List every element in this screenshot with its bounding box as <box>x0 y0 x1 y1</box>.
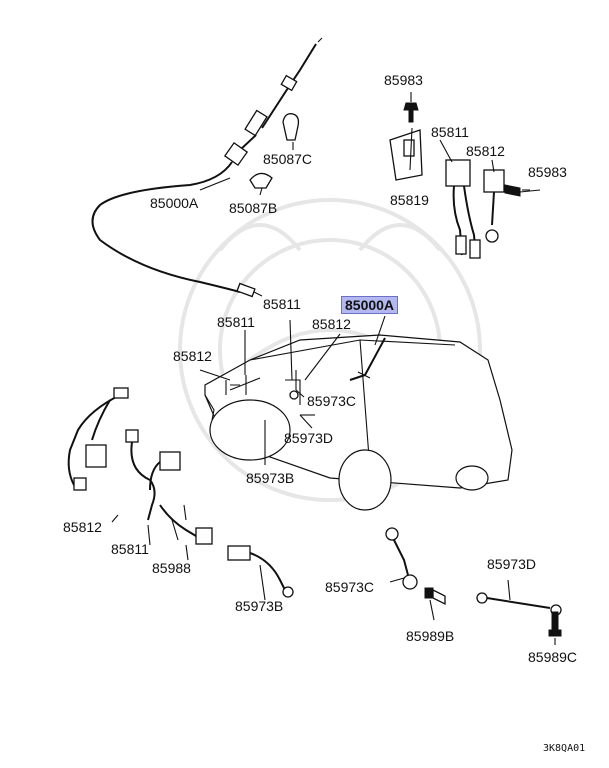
label-85000a-highlighted[interactable]: 85000A <box>341 296 399 314</box>
vehicle-wiring <box>225 370 315 416</box>
label-85087c[interactable]: 85087C <box>263 151 313 167</box>
leader-lines <box>199 127 530 465</box>
label-85983-right[interactable]: 85983 <box>528 164 567 180</box>
label-85973b-bottom[interactable]: 85973B <box>235 598 284 614</box>
bolt-85989c <box>548 611 562 637</box>
vehicle-body <box>204 334 513 511</box>
grommet-85087c <box>282 113 300 141</box>
label-85087b[interactable]: 85087B <box>229 200 278 216</box>
bolt-85983-top <box>403 92 419 123</box>
harness-85812-bottom <box>67 387 129 491</box>
diagram-code: 3K8QA01 <box>543 743 586 754</box>
label-85989c[interactable]: 85989C <box>528 649 578 665</box>
label-85811-top[interactable]: 85811 <box>431 124 469 140</box>
label-85812-mid[interactable]: 85812 <box>312 316 351 332</box>
label-85000a-top[interactable]: 85000A <box>150 195 199 211</box>
label-85989b[interactable]: 85989B <box>406 628 455 644</box>
label-85812-top[interactable]: 85812 <box>466 143 505 159</box>
bracket-85819 <box>389 129 423 181</box>
grommet-85087b <box>249 172 273 189</box>
label-85973b-mid[interactable]: 85973B <box>246 470 295 486</box>
label-85973c-bottom[interactable]: 85973C <box>325 579 375 595</box>
antenna-cable-assembly <box>91 37 323 298</box>
antenna-on-vehicle <box>349 337 386 381</box>
harness-85811-top <box>445 159 481 259</box>
label-85973c-mid[interactable]: 85973C <box>307 393 357 409</box>
harness-85812-top <box>483 169 505 243</box>
bottom-leader-lines <box>111 514 556 645</box>
label-85812-left[interactable]: 85812 <box>173 348 212 364</box>
ground-strap-85973d <box>476 592 562 616</box>
label-85988[interactable]: 85988 <box>152 560 191 576</box>
harness-85811-bottom <box>125 429 181 521</box>
label-85812-bottom[interactable]: 85812 <box>63 519 102 535</box>
ground-strap-85973c <box>385 527 418 590</box>
label-85973d-mid[interactable]: 85973D <box>284 430 334 446</box>
label-85811-bottom[interactable]: 85811 <box>111 541 149 557</box>
label-85973d-right[interactable]: 85973D <box>487 556 537 572</box>
label-85819[interactable]: 85819 <box>390 192 429 208</box>
bolt-85983-right <box>504 184 541 197</box>
label-85811-left[interactable]: 85811 <box>217 314 255 330</box>
label-85811-mid[interactable]: 85811 <box>263 296 301 312</box>
ground-strap-85973b <box>227 545 294 598</box>
bolt-85989b <box>424 587 446 606</box>
connector-85988 <box>159 504 213 545</box>
label-85983-top[interactable]: 85983 <box>384 72 423 88</box>
